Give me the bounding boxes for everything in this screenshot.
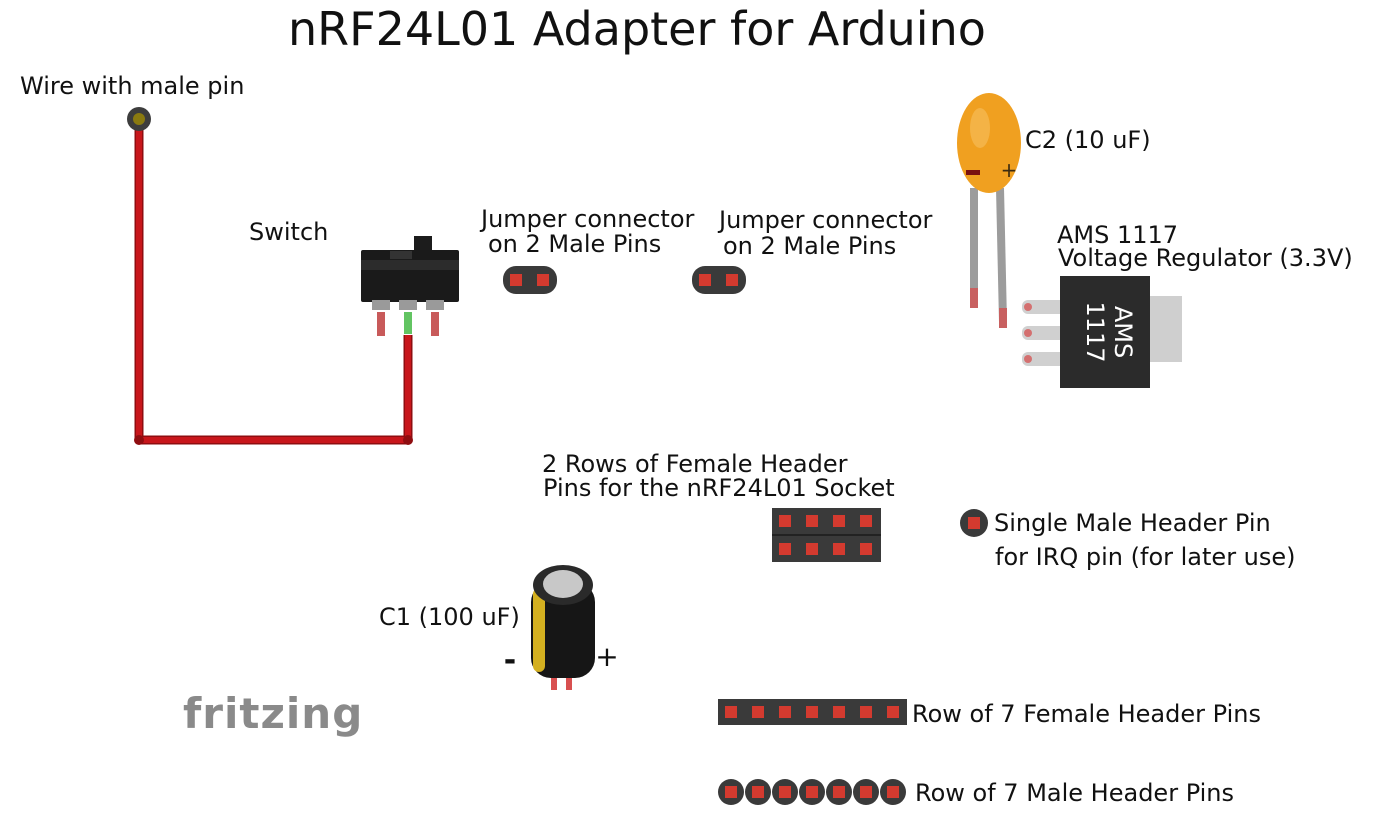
female-socket-label-line2: Pins for the nRF24L01 Socket bbox=[543, 474, 895, 502]
wire-bend-point bbox=[403, 435, 413, 445]
female-socket-label-line1: 2 Rows of Female Header bbox=[542, 450, 848, 478]
regulator-label-line2: Voltage Regulator (3.3V) bbox=[1058, 244, 1353, 272]
c2-plus-sign: + bbox=[1001, 158, 1018, 182]
regulator-label-line1: AMS 1117 bbox=[1057, 221, 1179, 249]
female-header-2x4 bbox=[772, 508, 881, 562]
wire-label: Wire with male pin bbox=[20, 72, 245, 100]
c2-tantalum-capacitor: + bbox=[957, 93, 1021, 328]
row7-male-label: Row of 7 Male Header Pins bbox=[915, 779, 1235, 807]
jumper-connector-2 bbox=[692, 266, 746, 294]
wire bbox=[127, 107, 413, 445]
row7-female-label: Row of 7 Female Header Pins bbox=[912, 700, 1261, 728]
slide-switch bbox=[361, 236, 459, 336]
c1-label: C1 (100 uF) bbox=[379, 603, 520, 631]
switch-label: Switch bbox=[249, 218, 329, 246]
ams1117-regulator: AMS 1117 bbox=[1022, 276, 1182, 388]
diagram-title: nRF24L01 Adapter for Arduino bbox=[288, 2, 986, 56]
regulator-chip-text-1: AMS bbox=[1109, 306, 1137, 358]
male-header-1x7 bbox=[718, 779, 906, 805]
irq-label-line2: for IRQ pin (for later use) bbox=[995, 543, 1296, 571]
c1-plus-sign: + bbox=[595, 640, 618, 673]
jumper2-label-line1: Jumper connector bbox=[719, 206, 933, 234]
fritzing-logo: fritzing bbox=[183, 689, 364, 738]
jumper1-label-line1: Jumper connector bbox=[481, 205, 695, 233]
regulator-chip-text-2: 1117 bbox=[1081, 301, 1109, 362]
female-header-1x7 bbox=[718, 699, 907, 725]
c1-electrolytic-capacitor: - + bbox=[504, 565, 619, 690]
c1-minus-sign: - bbox=[504, 643, 516, 678]
irq-male-pin bbox=[960, 509, 988, 537]
wire-bend-point bbox=[134, 435, 144, 445]
irq-label-line1: Single Male Header Pin bbox=[994, 509, 1271, 537]
c2-label: C2 (10 uF) bbox=[1025, 126, 1151, 154]
jumper-connector-1 bbox=[503, 266, 557, 294]
jumper2-label-line2: on 2 Male Pins bbox=[723, 232, 897, 260]
jumper1-label-line2: on 2 Male Pins bbox=[488, 230, 662, 258]
